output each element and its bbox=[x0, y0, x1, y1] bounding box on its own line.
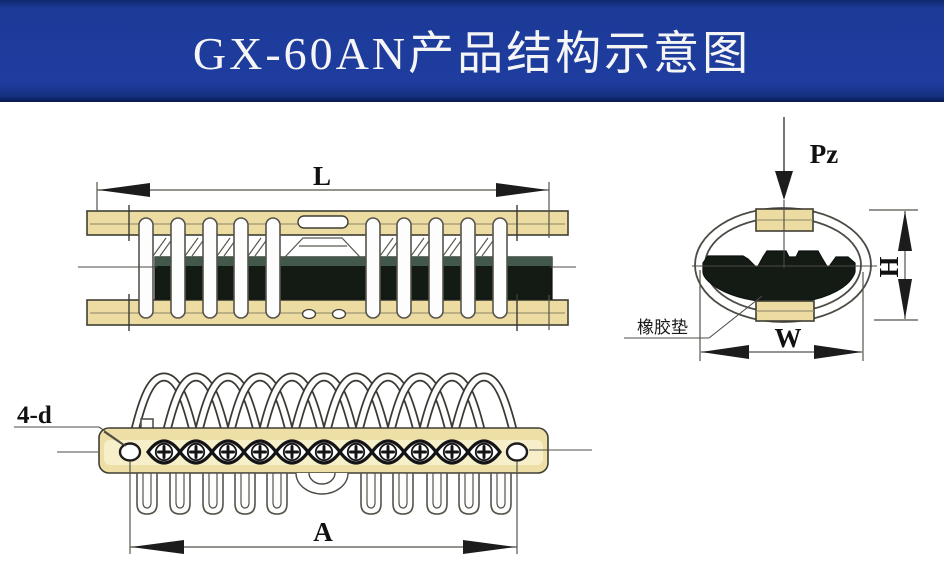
wire-loop bbox=[428, 217, 444, 319]
center-boss-inner bbox=[308, 472, 336, 485]
dim-label-H: H bbox=[874, 256, 904, 277]
center-rubber-bar-top bbox=[155, 257, 552, 266]
arrowhead-down bbox=[898, 279, 912, 319]
dimension-A: A bbox=[129, 461, 518, 554]
arrowhead-down bbox=[775, 171, 793, 200]
wire-loop bbox=[170, 217, 186, 319]
wire-loop-outer-ellipse bbox=[694, 207, 872, 323]
end-view: Pz H W bbox=[624, 117, 918, 361]
wire-loop bbox=[138, 217, 154, 319]
arrowhead-left bbox=[98, 183, 150, 197]
screw bbox=[434, 439, 470, 465]
arrowhead-left bbox=[131, 540, 184, 554]
wire-end-loop bbox=[266, 472, 288, 515]
dim-label-L: L bbox=[313, 161, 331, 191]
structure-diagram: L Pz bbox=[14, 117, 918, 554]
wire-end-loop bbox=[136, 472, 158, 515]
page-title: GX-60AN产品结构示意图 bbox=[192, 28, 752, 79]
wire-end-loop bbox=[490, 472, 512, 515]
wire-loop bbox=[396, 217, 412, 319]
wire-loop bbox=[265, 217, 281, 319]
wire-loop bbox=[233, 217, 249, 319]
arrowhead-left bbox=[701, 345, 749, 359]
screw bbox=[274, 439, 310, 465]
wire-loop bbox=[202, 217, 218, 319]
screw bbox=[146, 439, 182, 465]
rubber-pad-cross-section bbox=[702, 250, 856, 304]
screw bbox=[178, 439, 214, 465]
screw bbox=[242, 439, 278, 465]
rubber-pad-callout: 橡胶垫 bbox=[624, 295, 763, 339]
bottom-bar-hole bbox=[331, 308, 347, 320]
dimension-H: H bbox=[869, 209, 918, 321]
wire-end-loop bbox=[392, 472, 414, 515]
plate-chamfer bbox=[103, 431, 127, 448]
mount-hole-left bbox=[118, 442, 142, 462]
wire-loop bbox=[460, 217, 476, 319]
wire-loop bbox=[492, 217, 508, 319]
bottom-view: 4-d A bbox=[14, 377, 592, 554]
rope-hatch bbox=[152, 237, 496, 258]
wire-end-loop bbox=[169, 472, 191, 515]
screw bbox=[370, 439, 406, 465]
wire-end-loop bbox=[234, 472, 256, 515]
top-bar-slot bbox=[297, 215, 349, 229]
screw bbox=[210, 439, 246, 465]
wire-end-loop bbox=[360, 472, 382, 515]
mount-hole-right bbox=[505, 442, 529, 462]
spring-coils bbox=[135, 377, 513, 430]
wire-end-loop bbox=[426, 472, 448, 515]
load-arrow-Pz: Pz bbox=[775, 117, 838, 200]
dim-label-W: W bbox=[775, 323, 802, 353]
mount-holes-label: 4-d bbox=[17, 402, 52, 429]
screw bbox=[402, 439, 438, 465]
dim-label-A: A bbox=[313, 517, 333, 547]
arrowhead-right bbox=[814, 345, 862, 359]
side-view: L bbox=[78, 161, 576, 331]
mount-holes-callout: 4-d bbox=[14, 402, 127, 447]
dimension-W: W bbox=[699, 270, 864, 361]
rubber-pad-label: 橡胶垫 bbox=[637, 318, 688, 338]
bottom-bar-hole bbox=[301, 308, 317, 320]
wire-end-loop bbox=[202, 472, 224, 515]
arrowhead-up bbox=[898, 211, 912, 251]
screw bbox=[338, 439, 374, 465]
screw bbox=[466, 439, 502, 465]
load-label-Pz: Pz bbox=[810, 139, 838, 169]
header-banner: GX-60AN产品结构示意图 bbox=[0, 0, 944, 102]
screw bbox=[306, 439, 342, 465]
arrowhead-right bbox=[496, 183, 548, 197]
wire-loop bbox=[365, 217, 381, 319]
wire-end-loop bbox=[458, 472, 480, 515]
dimension-L: L bbox=[96, 161, 550, 330]
arrowhead-right bbox=[463, 540, 516, 554]
clamp-screws bbox=[146, 439, 502, 465]
